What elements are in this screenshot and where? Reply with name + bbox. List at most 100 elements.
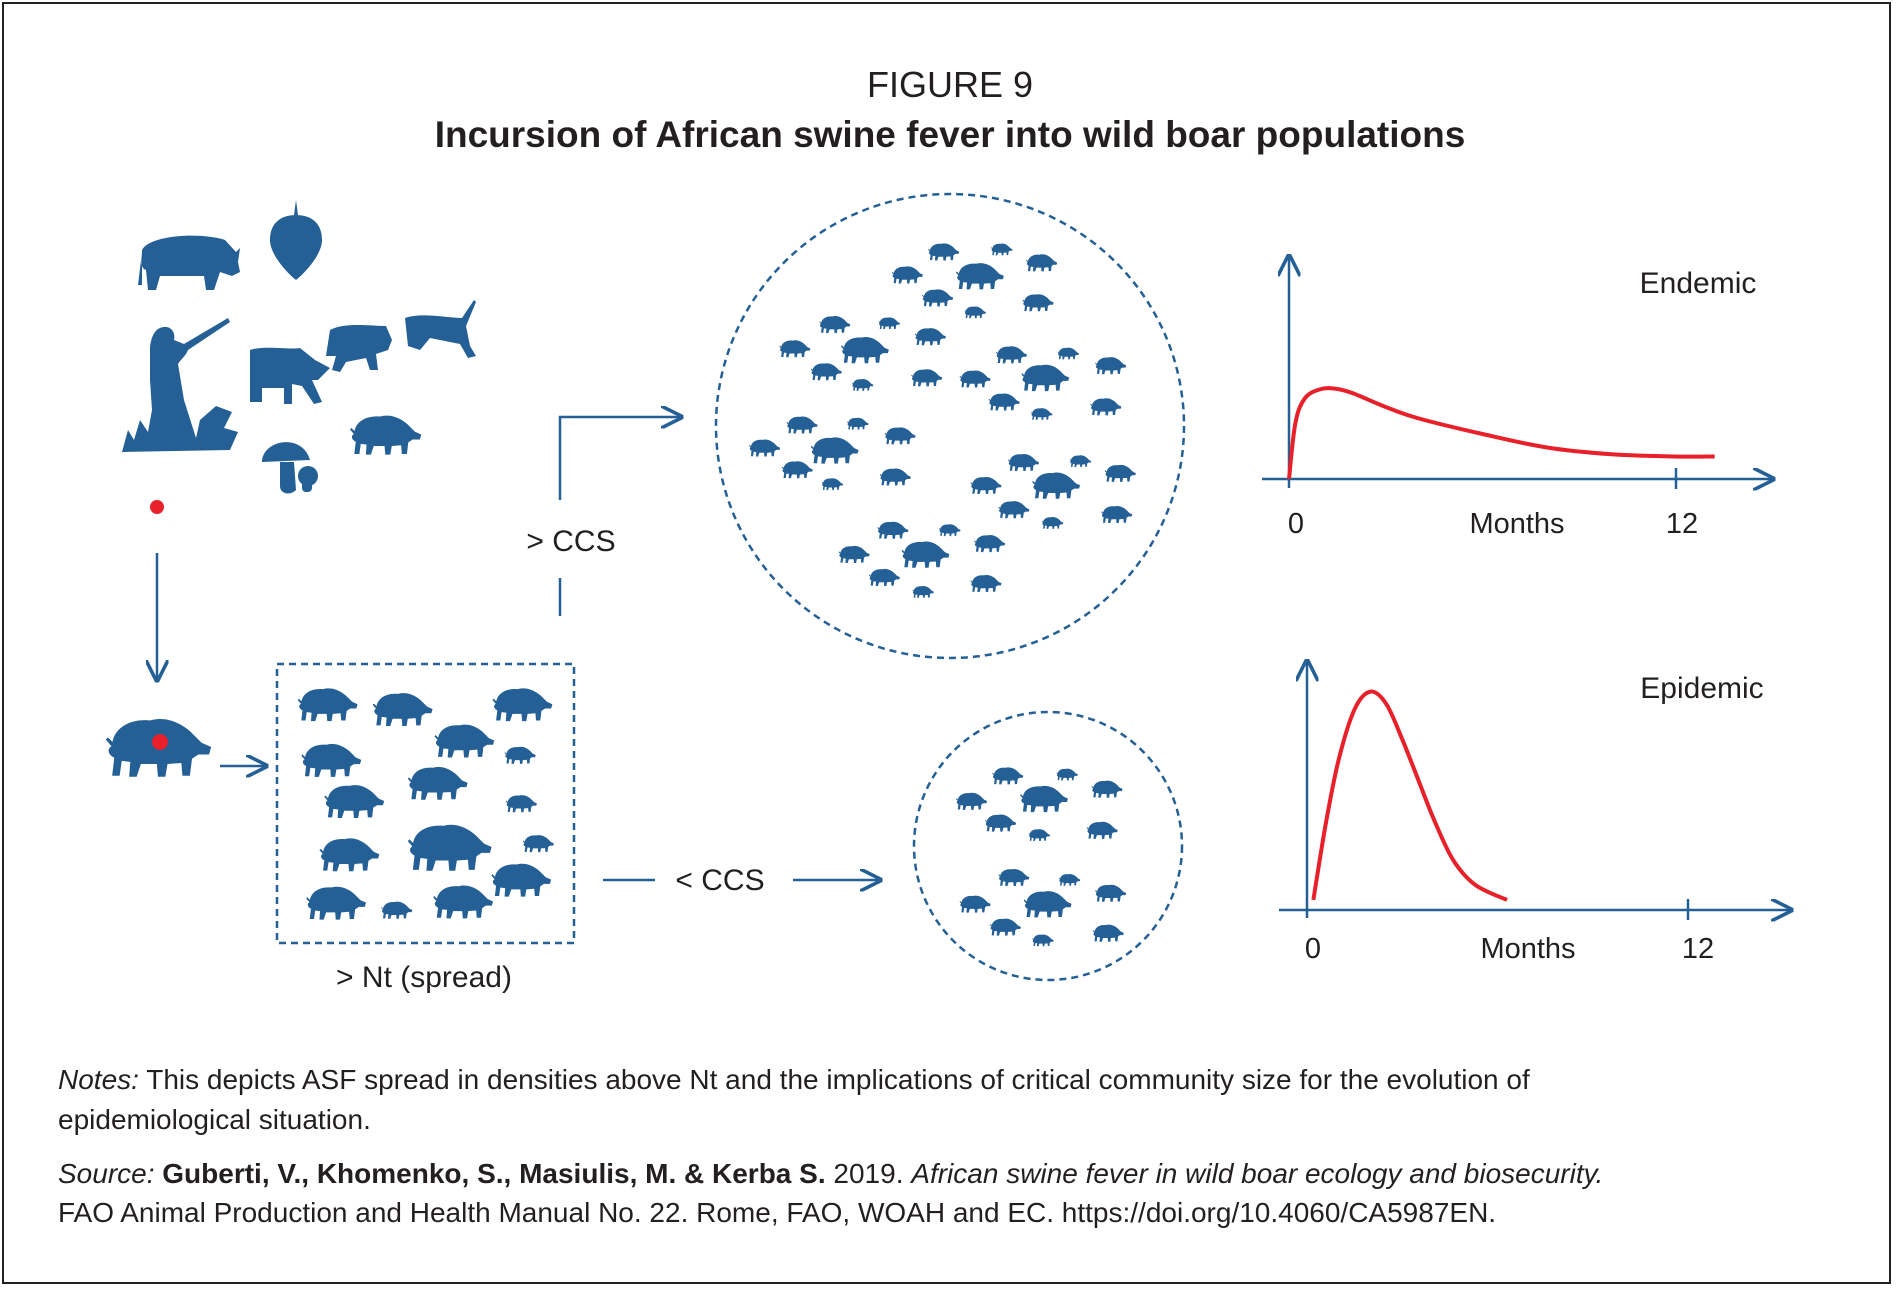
arrow-above-ccs	[558, 417, 681, 500]
wild-boar-icon	[1032, 472, 1081, 499]
infection-dot	[150, 500, 164, 514]
wild-boar-icon	[879, 468, 911, 486]
wild-boar-icon	[1058, 873, 1081, 886]
endemic-tick-label-0: 0	[1288, 508, 1304, 540]
figure-title: Incursion of African swine fever into wi…	[435, 114, 1466, 155]
wild-boar-icon	[748, 439, 781, 457]
figure-label: FIGURE 9	[867, 64, 1033, 105]
wild-boar-icon	[840, 336, 889, 364]
strawberry-icon	[270, 200, 322, 280]
wild-boar-icon	[955, 263, 1004, 290]
wild-boar-icon	[819, 316, 851, 334]
dense-population-boars	[297, 688, 554, 920]
mushroom-icon	[262, 442, 318, 494]
wild-boar-icon	[350, 415, 422, 455]
endemic-tick-label-12: 12	[1666, 508, 1698, 540]
epidemic-population-circle	[912, 710, 1184, 982]
wild-boar-icon	[1056, 768, 1078, 781]
wild-boar-icon	[970, 476, 1002, 495]
wild-boar-icon	[306, 886, 367, 920]
wild-boar-icon	[491, 863, 552, 897]
source-line-1: Source: Guberti, V., Khomenko, S., Masiu…	[58, 1160, 1603, 1188]
wild-boar-icon	[1020, 785, 1068, 813]
wild-boar-icon	[297, 688, 358, 722]
wild-boar-icon	[1091, 780, 1123, 798]
wild-boar-icon	[810, 363, 842, 381]
wild-boar-icon	[928, 243, 960, 261]
wild-boar-icon	[838, 545, 870, 563]
wild-boar-icon	[959, 895, 991, 913]
wild-boar-icon	[1057, 347, 1080, 360]
notes-line-2: epidemiological situation.	[58, 1104, 371, 1135]
epidemic-chart: 0 Months 12 Epidemic	[1279, 661, 1791, 965]
spread-label: > Nt (spread)	[336, 961, 512, 994]
wild-boar-icon	[938, 524, 961, 537]
source-year: 2019.	[825, 1158, 912, 1189]
wild-boar-icon	[984, 814, 1017, 832]
wild-boar-icon	[781, 461, 813, 479]
above-ccs-label: > CCS	[526, 525, 615, 558]
wild-boar-icon	[522, 835, 554, 853]
epidemic-tick-label-0: 0	[1305, 933, 1321, 965]
epidemic-title: Epidemic	[1640, 672, 1763, 705]
wild-boar-icon	[911, 369, 943, 387]
wild-boar-icon	[810, 437, 859, 464]
wild-boar-icon	[955, 792, 988, 810]
wild-boar-icon	[407, 766, 468, 800]
wild-boar-icon	[988, 393, 1020, 411]
wild-boar-icon	[990, 243, 1013, 256]
wild-boar-icon	[1104, 464, 1136, 482]
wild-boar-icon	[407, 824, 492, 871]
wild-boar-icon	[1030, 408, 1053, 420]
source-line-2: FAO Animal Production and Health Manual …	[58, 1197, 1497, 1228]
wild-boar-icon	[998, 501, 1030, 519]
domestic-pig-icon	[138, 235, 240, 290]
wild-boar-icon	[1021, 364, 1070, 392]
wild-boar-icon	[884, 427, 916, 445]
wild-boar-icon	[998, 868, 1030, 887]
epidemic-population-boars	[955, 767, 1127, 947]
wild-boar-icon	[821, 478, 844, 491]
notes-label: Notes:	[58, 1064, 139, 1095]
hunting-dogs-icon	[250, 300, 476, 404]
endemic-population-circle	[714, 192, 1186, 660]
wild-boar-icon	[964, 306, 986, 319]
wild-boar-icon	[319, 838, 380, 872]
wild-boar-icon	[1095, 884, 1127, 902]
wild-boar-icon	[970, 574, 1002, 593]
wild-boar-icon	[992, 767, 1024, 785]
wild-boar-icon	[1007, 453, 1040, 472]
wild-boar-icon	[847, 417, 869, 430]
wild-boar-icon	[1095, 357, 1127, 375]
wild-boar-icon	[959, 370, 991, 388]
wild-boar-icon	[779, 340, 811, 358]
epidemic-x-label: Months	[1480, 933, 1575, 965]
endemic-x-label: Months	[1469, 508, 1564, 540]
hunter-icon	[122, 318, 238, 452]
epidemic-tick-label-12: 12	[1682, 933, 1714, 965]
endemic-chart: 0 Months 12 Endemic	[1262, 256, 1773, 540]
wild-boar-icon	[1069, 455, 1092, 468]
below-ccs-label: < CCS	[675, 864, 764, 897]
wild-boar-icon	[434, 724, 495, 758]
wild-boar-icon	[912, 585, 934, 598]
wild-boar-icon	[1022, 294, 1054, 312]
wild-boar-icon	[878, 317, 901, 330]
wild-boar-icon	[877, 521, 909, 539]
wild-boar-icon	[372, 693, 433, 726]
source-authors: Guberti, V., Khomenko, S., Masiulis, M. …	[154, 1158, 826, 1189]
endemic-title: Endemic	[1640, 267, 1757, 300]
wild-boar-icon	[868, 568, 900, 586]
wild-boar-icon	[1026, 254, 1058, 272]
notes-text: This depicts ASF spread in densities abo…	[138, 1064, 1530, 1095]
dense-population-box	[275, 662, 576, 945]
wild-boar-icon	[1090, 398, 1122, 416]
wild-boar-icon	[891, 266, 923, 284]
wild-boar-icon	[1032, 934, 1054, 947]
wild-boar-icon	[1028, 829, 1051, 841]
wild-boar-icon	[1041, 516, 1064, 529]
wild-boar-icon	[1023, 891, 1072, 918]
wild-boar-icon	[504, 746, 536, 764]
wild-boar-icon	[922, 289, 954, 307]
